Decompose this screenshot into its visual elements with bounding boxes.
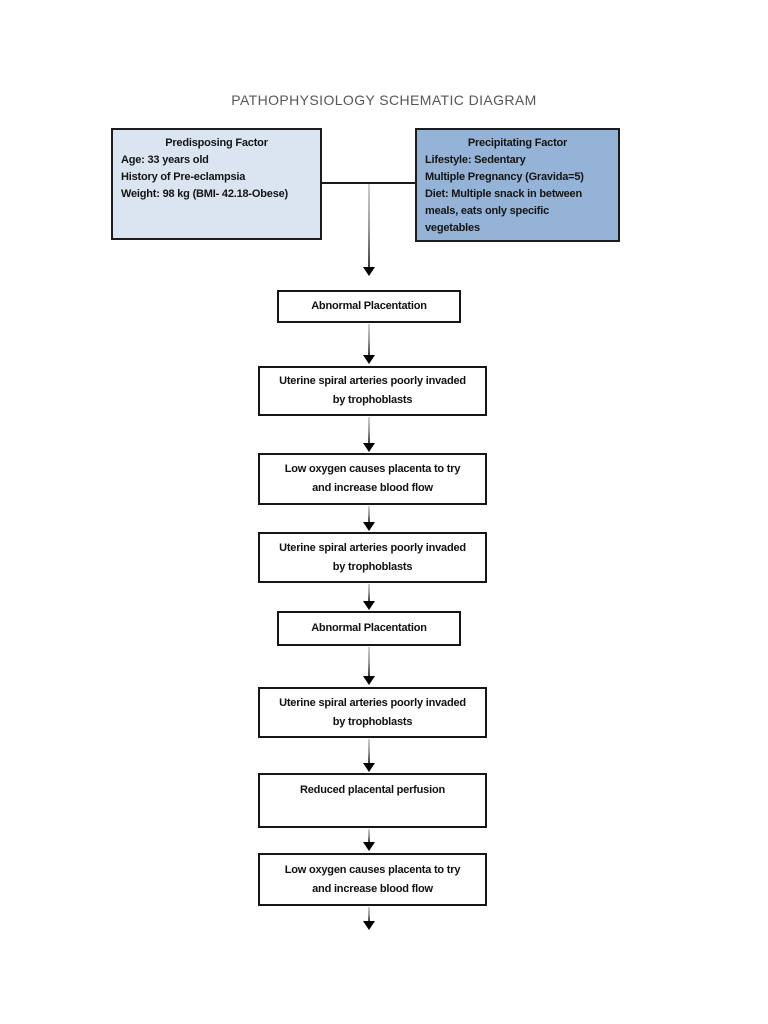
flow-box-text: Reduced placental perfusion — [300, 784, 445, 796]
arrow-line — [368, 739, 370, 763]
arrow-line — [368, 907, 370, 921]
precipitating-factor-line: Multiple Pregnancy (Gravida=5) — [425, 171, 584, 183]
precipitating-factor-box: Precipitating Factor Lifestyle: Sedentar… — [415, 128, 620, 242]
arrow-line — [368, 184, 370, 267]
flow-arrow — [363, 829, 375, 851]
flow-box-reduced-perfusion: Reduced placental perfusion — [258, 773, 487, 828]
flow-box-text: Low oxygen causes placenta to try — [284, 463, 461, 475]
flow-box-spiral-arteries-2: Uterine spiral arteries poorly invaded b… — [258, 532, 487, 583]
factor-connector-line — [322, 182, 415, 184]
flow-box-text: Abnormal Placentation — [311, 300, 427, 312]
arrow-head-icon — [363, 355, 375, 364]
flow-box-text: Uterine spiral arteries poorly invaded — [279, 541, 466, 554]
flow-box-text: Uterine spiral arteries poorly invaded — [279, 375, 466, 387]
arrow-head-icon — [363, 601, 375, 610]
arrow-head-icon — [363, 676, 375, 685]
arrow-head-icon — [363, 921, 375, 930]
flow-box-spiral-arteries-3: Uterine spiral arteries poorly invaded b… — [258, 687, 487, 738]
arrow-line — [368, 829, 370, 842]
predisposing-factor-line: Age: 33 years old — [121, 154, 209, 166]
arrow-head-icon — [363, 267, 375, 276]
arrow-head-icon — [363, 443, 375, 452]
flow-box-low-oxygen-2: Low oxygen causes placenta to try and in… — [258, 853, 487, 906]
predisposing-factor-line: Weight: 98 kg (BMI- 42.18-Obese) — [121, 188, 288, 200]
flow-box-text: Abnormal Placentation — [311, 622, 427, 634]
flow-box-text: Low oxygen causes placenta to try — [284, 863, 461, 876]
arrow-line — [368, 417, 370, 443]
flow-box-text: Uterine spiral arteries poorly invaded — [279, 696, 466, 709]
predisposing-factor-box: Predisposing Factor Age: 33 years old Hi… — [111, 128, 322, 240]
flow-arrow — [363, 506, 375, 531]
flow-box-low-oxygen-1: Low oxygen causes placenta to try and in… — [258, 453, 487, 505]
precipitating-factor-line: Diet: Multiple snack in between — [425, 188, 582, 200]
flow-box-spiral-arteries-1: Uterine spiral arteries poorly invaded b… — [258, 366, 487, 416]
precipitating-factor-line: vegetables — [425, 222, 480, 234]
arrow-head-icon — [363, 522, 375, 531]
arrow-line — [368, 584, 370, 601]
diagram-title: PATHOPHYSIOLOGY SCHEMATIC DIAGRAM — [231, 92, 537, 108]
predisposing-factor-title: Predisposing Factor — [165, 137, 268, 149]
flow-arrow — [363, 417, 375, 452]
flow-box-text: by trophoblasts — [332, 560, 413, 573]
flow-arrow — [363, 739, 375, 772]
flow-box-text: by trophoblasts — [332, 715, 413, 728]
flow-arrow — [363, 184, 375, 276]
precipitating-factor-title: Precipitating Factor — [467, 137, 568, 149]
flow-box-text: by trophoblasts — [332, 394, 413, 406]
flow-box-text: and increase blood flow — [312, 882, 433, 895]
precipitating-factor-line: meals, eats only specific — [425, 205, 550, 217]
arrow-head-icon — [363, 763, 375, 772]
arrow-head-icon — [363, 842, 375, 851]
arrow-line — [368, 647, 370, 676]
flow-arrow — [363, 647, 375, 685]
flow-arrow — [363, 907, 375, 930]
predisposing-factor-line: History of Pre-eclampsia — [121, 171, 246, 183]
arrow-line — [368, 506, 370, 522]
flow-box-abnormal-placentation-1: Abnormal Placentation — [277, 290, 461, 323]
flow-arrow — [363, 324, 375, 364]
precipitating-factor-line: Lifestyle: Sedentary — [425, 154, 526, 166]
flow-arrow — [363, 584, 375, 610]
arrow-line — [368, 324, 370, 355]
flow-box-text: and increase blood flow — [312, 482, 433, 494]
flow-box-abnormal-placentation-2: Abnormal Placentation — [277, 611, 461, 646]
